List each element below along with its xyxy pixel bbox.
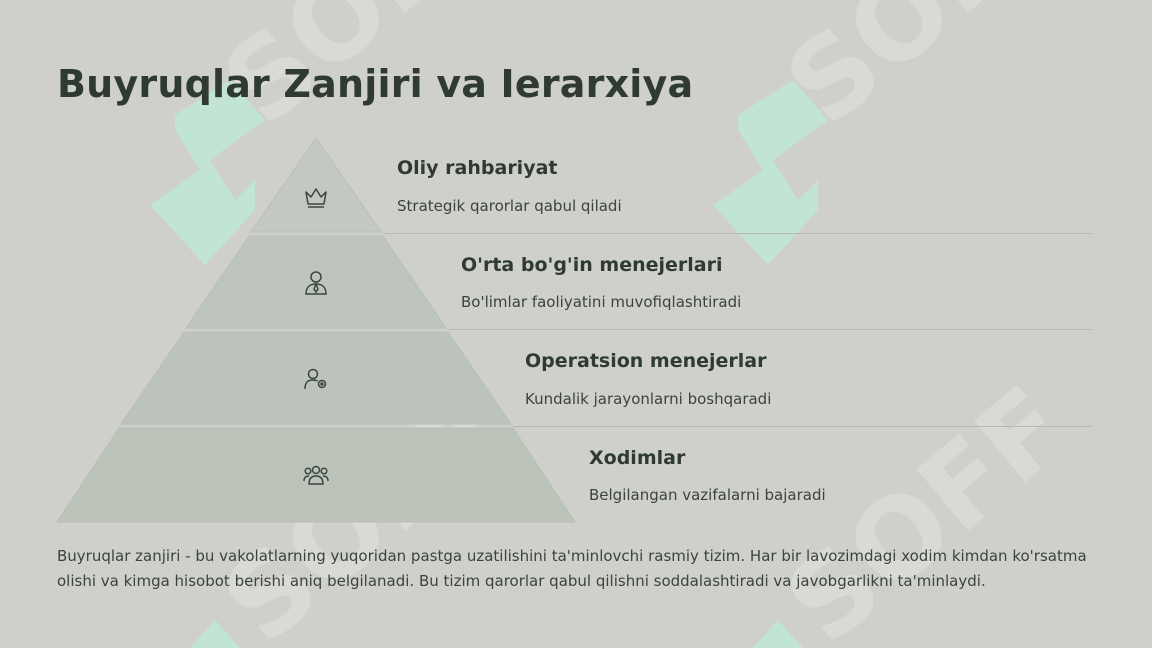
description-paragraph: Buyruqlar zanjiri - bu vakolatlarning yu…: [57, 547, 1087, 590]
divider-1: [384, 233, 1092, 234]
divider-2: [448, 329, 1092, 330]
level-title-middle-managers: O'rta bo'g'in menejerlari: [461, 254, 723, 276]
level-title-employees: Xodimlar: [589, 447, 686, 469]
level-desc-employees: Belgilangan vazifalarni bajaradi: [589, 486, 826, 504]
manager-icon: [305, 271, 327, 295]
level-title-top-management: Oliy rahbariyat: [397, 157, 558, 179]
page-title: Buyruqlar Zanjiri va Ierarxiya: [57, 62, 694, 106]
pyramid-tier-4: [56, 427, 576, 523]
level-title-operational-managers: Operatsion menejerlar: [525, 350, 767, 372]
level-desc-operational-managers: Kundalik jarayonlarni boshqaradi: [525, 390, 772, 408]
crown-icon: [305, 188, 327, 208]
user-gear-icon: [304, 368, 327, 390]
divider-3: [513, 426, 1092, 427]
users-group-icon: [303, 465, 329, 485]
level-desc-top-management: Strategik qarorlar qabul qiladi: [397, 197, 622, 215]
pyramid-tier-1: [250, 137, 382, 233]
level-desc-middle-managers: Bo'limlar faoliyatini muvofiqlashtiradi: [461, 293, 742, 311]
